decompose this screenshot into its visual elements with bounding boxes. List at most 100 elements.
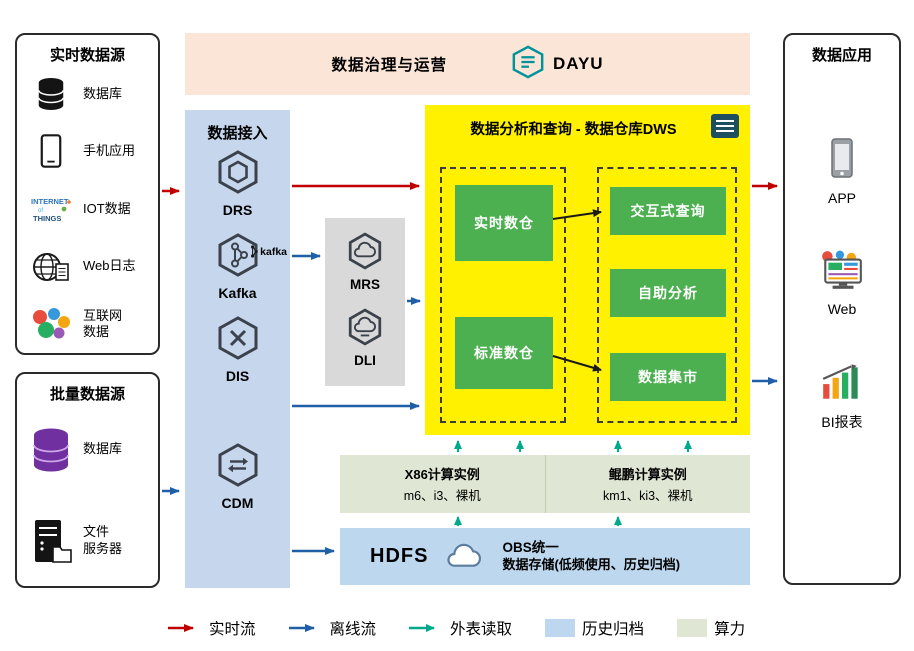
legend-item-offline-flow: 离线流	[288, 617, 377, 639]
legend: 实时流 离线流 外表读取 历史归档 算力	[168, 613, 778, 643]
iot-icon: INTERNET of THINGS	[28, 194, 74, 224]
source-item-batch-database: 数据库	[17, 404, 158, 495]
red-arrow-icon	[168, 624, 194, 632]
legend-label: 离线流	[329, 621, 377, 638]
blue-arrow-icon	[288, 624, 315, 632]
data-applications-title: 数据应用	[811, 47, 872, 64]
governance-banner: 数据治理与运营 DAYU	[185, 33, 750, 95]
compute-kunpeng-specs: km1、ki3、裸机	[602, 489, 693, 503]
ingestion-item-label: Kafka	[218, 285, 257, 301]
source-item-iot: INTERNET of THINGS IOT数据	[17, 180, 158, 238]
realtime-sources-panel: 实时数据源 数据库 手机应用	[15, 33, 160, 355]
bi-chart-icon	[819, 363, 865, 406]
ingestion-item-label: DRS	[222, 202, 253, 218]
compute-swatch	[677, 619, 708, 637]
source-item-label: 互联网 数据	[83, 307, 123, 340]
application-item-app: APP	[785, 137, 899, 206]
processing-item-dli: DLI	[346, 308, 384, 368]
governance-product-name: DAYU	[552, 54, 604, 73]
svg-text:of: of	[38, 208, 43, 214]
source-item-label: Web日志	[83, 258, 136, 274]
compute-x86-title: X86计算实例	[404, 467, 480, 482]
legend-label: 算力	[714, 621, 746, 638]
storage-panel: HDFS OBS统一 数据存储(低频使用、历史归档)	[340, 528, 750, 585]
dis-hexagon-icon	[215, 315, 261, 366]
obs-title: OBS统一	[502, 539, 559, 555]
data-applications-panel: 数据应用 APP	[783, 33, 901, 585]
source-item-label: 文件 服务器	[83, 524, 123, 556]
warehouse-standard: 标准数仓	[455, 317, 553, 389]
application-item-label: APP	[827, 190, 856, 206]
ingestion-item-drs: DRS	[185, 149, 290, 218]
drs-hexagon-icon	[215, 149, 261, 200]
dws-panel: 数据分析和查询 - 数据仓库DWS 实时数仓 标准数仓 交互式查询 自助分析 数…	[425, 105, 750, 435]
kafka-logo-glyph	[251, 245, 258, 258]
source-item-label: 数据库	[83, 85, 123, 101]
legend-item-archive: 历史归档	[545, 617, 644, 639]
source-item-label: 手机应用	[83, 143, 136, 159]
legend-label: 实时流	[209, 621, 256, 638]
data-ingestion-panel: 数据接入 DRS	[185, 110, 290, 588]
ingestion-item-label: CDM	[221, 495, 254, 511]
mrs-hexagon-icon	[346, 232, 384, 275]
svg-text:INTERNET: INTERNET	[31, 197, 69, 206]
service-self-analysis: 自助分析	[610, 269, 726, 317]
legend-item-realtime-flow: 实时流	[168, 617, 256, 639]
warehouse-realtime: 实时数仓	[455, 185, 553, 261]
source-item-database: 数据库	[17, 65, 158, 123]
processing-item-label: DLI	[354, 353, 376, 368]
ingestion-item-label: DIS	[225, 368, 250, 384]
realtime-sources-title: 实时数据源	[49, 47, 125, 64]
kafka-hexagon-icon	[215, 232, 261, 283]
legend-item-compute: 算力	[677, 617, 745, 639]
service-data-mart: 数据集市	[610, 353, 726, 401]
compute-kunpeng-title: 鲲鹏计算实例	[608, 467, 687, 482]
cdm-hexagon-icon	[215, 442, 261, 493]
ingestion-item-cdm: CDM	[185, 442, 290, 511]
ingestion-item-kafka: kafka Kafka	[185, 232, 290, 301]
batch-sources-panel: 批量数据源 数据库	[15, 372, 160, 588]
dws-title: 数据分析和查询 - 数据仓库DWS	[470, 122, 677, 138]
dws-icon	[710, 113, 740, 144]
batch-sources-title: 批量数据源	[49, 386, 125, 403]
dayu-icon	[511, 44, 545, 84]
obs-text: OBS统一 数据存储(低频使用、历史归档)	[502, 540, 680, 573]
source-item-file-server: 文件 服务器	[17, 495, 158, 586]
application-item-label: BI报表	[821, 414, 863, 430]
compute-instances-panel: X86计算实例 m6、i3、裸机 鲲鹏计算实例 km1、ki3、裸机	[340, 455, 750, 513]
svg-text:THINGS: THINGS	[33, 214, 61, 223]
ingestion-item-dis: DIS	[185, 315, 290, 384]
teal-arrow-icon	[409, 624, 436, 632]
hdfs-label: HDFS	[370, 545, 429, 567]
application-item-web: Web	[785, 250, 899, 317]
web-monitor-icon	[819, 250, 865, 295]
processing-item-label: MRS	[350, 277, 380, 292]
application-item-label: Web	[827, 301, 857, 317]
dli-hexagon-icon	[346, 308, 384, 351]
legend-label: 外表读取	[450, 621, 513, 638]
dws-header: 数据分析和查询 - 数据仓库DWS	[425, 105, 750, 144]
service-interactive-query: 交互式查询	[610, 187, 726, 235]
warehouse-group: 实时数仓 标准数仓	[440, 167, 566, 423]
processing-panel: MRS DLI	[325, 218, 405, 386]
archive-swatch	[545, 619, 576, 637]
database-purple-icon	[28, 427, 74, 473]
source-item-label: 数据库	[83, 441, 123, 457]
database-icon	[28, 76, 74, 112]
source-item-label: IOT数据	[83, 200, 131, 216]
source-item-web-log: Web日志	[17, 238, 158, 296]
application-item-bi: BI报表	[785, 363, 899, 432]
obs-cloud-icon	[442, 538, 488, 575]
phone-icon	[28, 132, 74, 170]
file-server-icon	[28, 518, 74, 564]
compute-x86: X86计算实例 m6、i3、裸机	[340, 455, 545, 513]
legend-item-external-read: 外表读取	[409, 617, 512, 639]
governance-title: 数据治理与运营	[331, 57, 447, 74]
globe-doc-icon	[28, 250, 74, 284]
data-ingestion-title: 数据接入	[207, 125, 268, 142]
kafka-wordmark: kafka	[249, 244, 287, 259]
internet-data-icon	[28, 307, 74, 341]
kafka-wordmark-text: kafka	[260, 245, 287, 258]
compute-x86-specs: m6、i3、裸机	[403, 489, 481, 503]
